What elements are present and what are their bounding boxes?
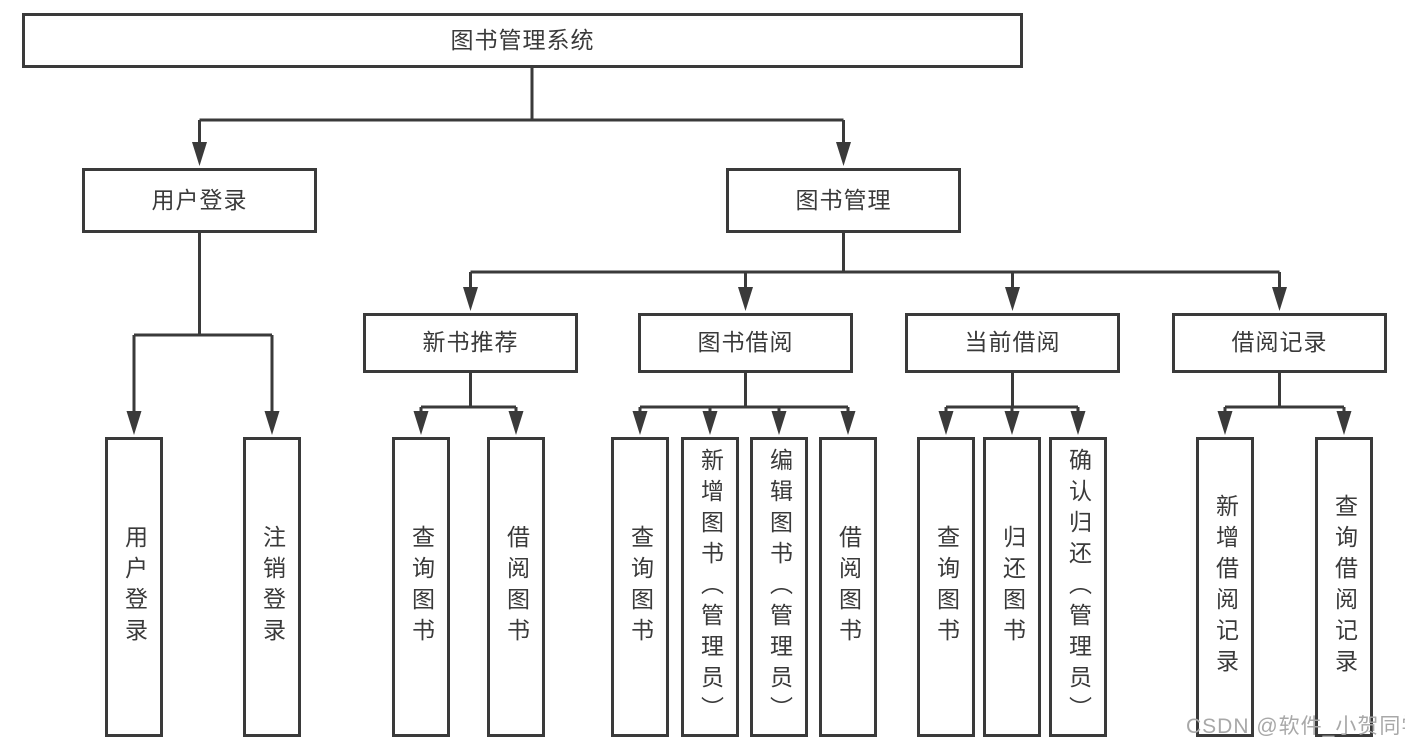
leaf-query-books-2: 查询图书 bbox=[611, 437, 669, 737]
node-label: 借阅图书 bbox=[835, 525, 862, 649]
node-label: 图书借阅 bbox=[697, 329, 794, 356]
leaf-logout: 注销登录 bbox=[243, 437, 301, 737]
node-label: 查询借阅记录 bbox=[1331, 494, 1358, 680]
node-label: 用户登录 bbox=[121, 525, 148, 649]
node-library-management-system: 图书管理系统 bbox=[22, 13, 1023, 68]
node-label: 归还图书 bbox=[999, 525, 1026, 649]
node-borrow-records: 借阅记录 bbox=[1172, 313, 1387, 373]
node-label: 查询图书 bbox=[933, 525, 960, 649]
leaf-user-login: 用户登录 bbox=[105, 437, 163, 737]
node-label: 新书推荐 bbox=[422, 329, 519, 356]
node-current-borrow: 当前借阅 bbox=[905, 313, 1120, 373]
leaf-query-borrow-record: 查询借阅记录 bbox=[1315, 437, 1373, 737]
node-book-borrow: 图书借阅 bbox=[638, 313, 853, 373]
leaf-add-books-admin: 新增图书（管理员） bbox=[681, 437, 739, 737]
node-label: 查询图书 bbox=[408, 525, 435, 649]
node-label: 新增图书（管理员） bbox=[697, 447, 724, 727]
leaf-borrow-books-2: 借阅图书 bbox=[819, 437, 877, 737]
node-label: 编辑图书（管理员） bbox=[766, 447, 793, 727]
leaf-return-books: 归还图书 bbox=[983, 437, 1041, 737]
leaf-query-books-1: 查询图书 bbox=[392, 437, 450, 737]
node-label: 注销登录 bbox=[259, 525, 286, 649]
node-label: 借阅图书 bbox=[503, 525, 530, 649]
arrowhead-icons bbox=[126, 142, 1352, 435]
node-label: 借阅记录 bbox=[1231, 329, 1328, 356]
node-label: 图书管理系统 bbox=[450, 26, 595, 53]
node-new-book-recommend: 新书推荐 bbox=[363, 313, 578, 373]
leaf-add-borrow-record: 新增借阅记录 bbox=[1196, 437, 1254, 737]
node-book-management: 图书管理 bbox=[726, 168, 961, 233]
node-label: 确认归还（管理员） bbox=[1065, 447, 1092, 727]
node-label: 当前借阅 bbox=[964, 329, 1061, 356]
node-label: 用户登录 bbox=[151, 186, 248, 213]
node-label: 图书管理 bbox=[795, 186, 892, 213]
csdn-watermark: CSDN @软件_小贺同学 bbox=[1186, 715, 1405, 738]
leaf-borrow-books-1: 借阅图书 bbox=[487, 437, 545, 737]
leaf-query-books-3: 查询图书 bbox=[917, 437, 975, 737]
node-label: 查询图书 bbox=[627, 525, 654, 649]
leaf-confirm-return-admin: 确认归还（管理员） bbox=[1049, 437, 1107, 737]
node-user-login: 用户登录 bbox=[82, 168, 317, 233]
leaf-edit-books-admin: 编辑图书（管理员） bbox=[750, 437, 808, 737]
node-label: 新增借阅记录 bbox=[1212, 494, 1239, 680]
